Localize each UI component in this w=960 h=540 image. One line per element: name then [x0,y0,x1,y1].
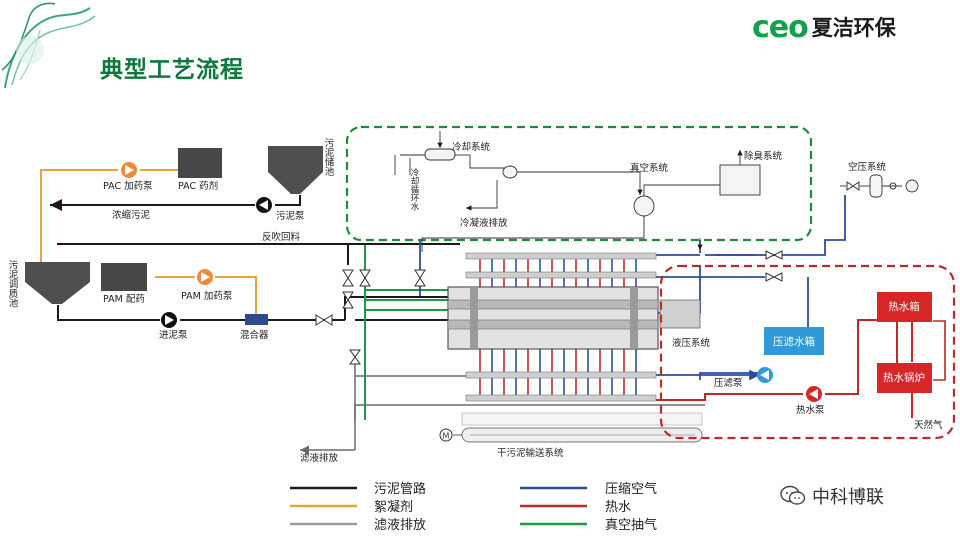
dry-sludge-conveyor: M [439,412,703,443]
sludge-lines [50,195,460,321]
label-vacuum-system: 真空系统 [630,162,669,174]
label-sludge-store-tank: 污泥储池 [323,137,335,176]
press-water-tank-label: 压滤水箱 [773,335,815,348]
label-conditioning-tank: 污泥调质池 [7,259,19,307]
vacuum-system-zone [345,125,813,242]
hot-water-tank [877,292,932,322]
label-sludge-pump: 污泥泵 [276,210,305,222]
sludge-storage-tank [268,146,323,194]
legend: 污泥管路 絮凝剂 滤液排放 压缩空气 热水 真空抽气 [290,481,657,533]
label-filtrate-drain: 滤液排放 [300,452,339,464]
pam-prep-tank [101,263,147,291]
hot-water-system-zone [659,264,956,440]
label-press-pump: 压滤泵 [714,377,743,389]
brand-logo-group: ceo 夏洁环保 [752,9,896,45]
air-compressor-equipment [840,174,919,198]
label-thick-sludge: 浓缩污泥 [112,209,151,221]
label-cooling-system: 冷却系统 [452,141,491,153]
sludge-conditioning-tank [25,262,90,304]
pac-agent-tank [178,148,222,178]
filtrate-lines [300,357,705,455]
hot-water-boiler [877,363,932,393]
brand-name: 夏洁环保 [811,16,896,40]
label-backflush: 反吹回料 [262,231,301,243]
feed-pump-icon [161,312,177,328]
watermark: 中科博联 [780,483,884,509]
pam-pump-icon [197,269,213,285]
decorative-swirl [1,2,96,89]
hot-water-boiler-label: 热水锅炉 [883,371,925,384]
press-pump-icon [757,367,773,383]
label-natural-gas: 天然气 [914,419,943,431]
label-mixer: 混合器 [240,329,269,341]
legend-label-sludge: 污泥管路 [374,481,426,497]
label-pac-agent: PAC 药剂 [178,180,218,192]
legend-label-vacuum: 真空抽气 [605,517,657,533]
watermark-text: 中科博联 [812,487,884,508]
label-air-compress-system: 空压系统 [848,161,887,173]
label-pam-pump: PAM 加药泵 [181,291,233,302]
label-pam-prep: PAM 配药 [103,294,145,305]
legend-label-air: 压缩空气 [605,481,657,497]
hot-water-tank-label: 热水箱 [888,300,920,313]
label-hot-water-pump: 热水泵 [796,404,825,416]
filter-press [447,252,701,402]
sludge-pump-icon [256,197,272,213]
legend-label-filtrate: 滤液排放 [374,518,426,533]
vacuum-lines [364,245,448,420]
flocculant-lines [40,169,257,315]
label-deodor-system: 除臭系统 [744,150,783,162]
label-feed-pump: 进泥泵 [159,329,188,341]
mixer [245,314,268,325]
press-water-tank [764,327,824,355]
label-hydraulic-system: 液压系统 [672,337,711,349]
cooling-vacuum-equipment [394,131,761,252]
legend-label-flocculant: 絮凝剂 [374,499,413,515]
legend-label-hot-water: 热水 [605,500,631,515]
label-condensate-drain: 冷凝液排放 [460,217,508,229]
page-title: 典型工艺流程 [100,57,244,83]
pac-pump-icon [121,162,137,178]
motor-label: M [443,432,450,441]
hot-water-pump-icon [806,386,822,402]
wechat-icon [780,485,806,505]
ceo-logo: ceo [752,9,809,45]
label-pac-pump: PAC 加药泵 [103,181,153,192]
valves [315,181,860,365]
label-dry-sludge-conveyor: 干污泥输送系统 [497,447,564,459]
label-cooling-loop-water: 冷却循环水 [409,167,419,210]
